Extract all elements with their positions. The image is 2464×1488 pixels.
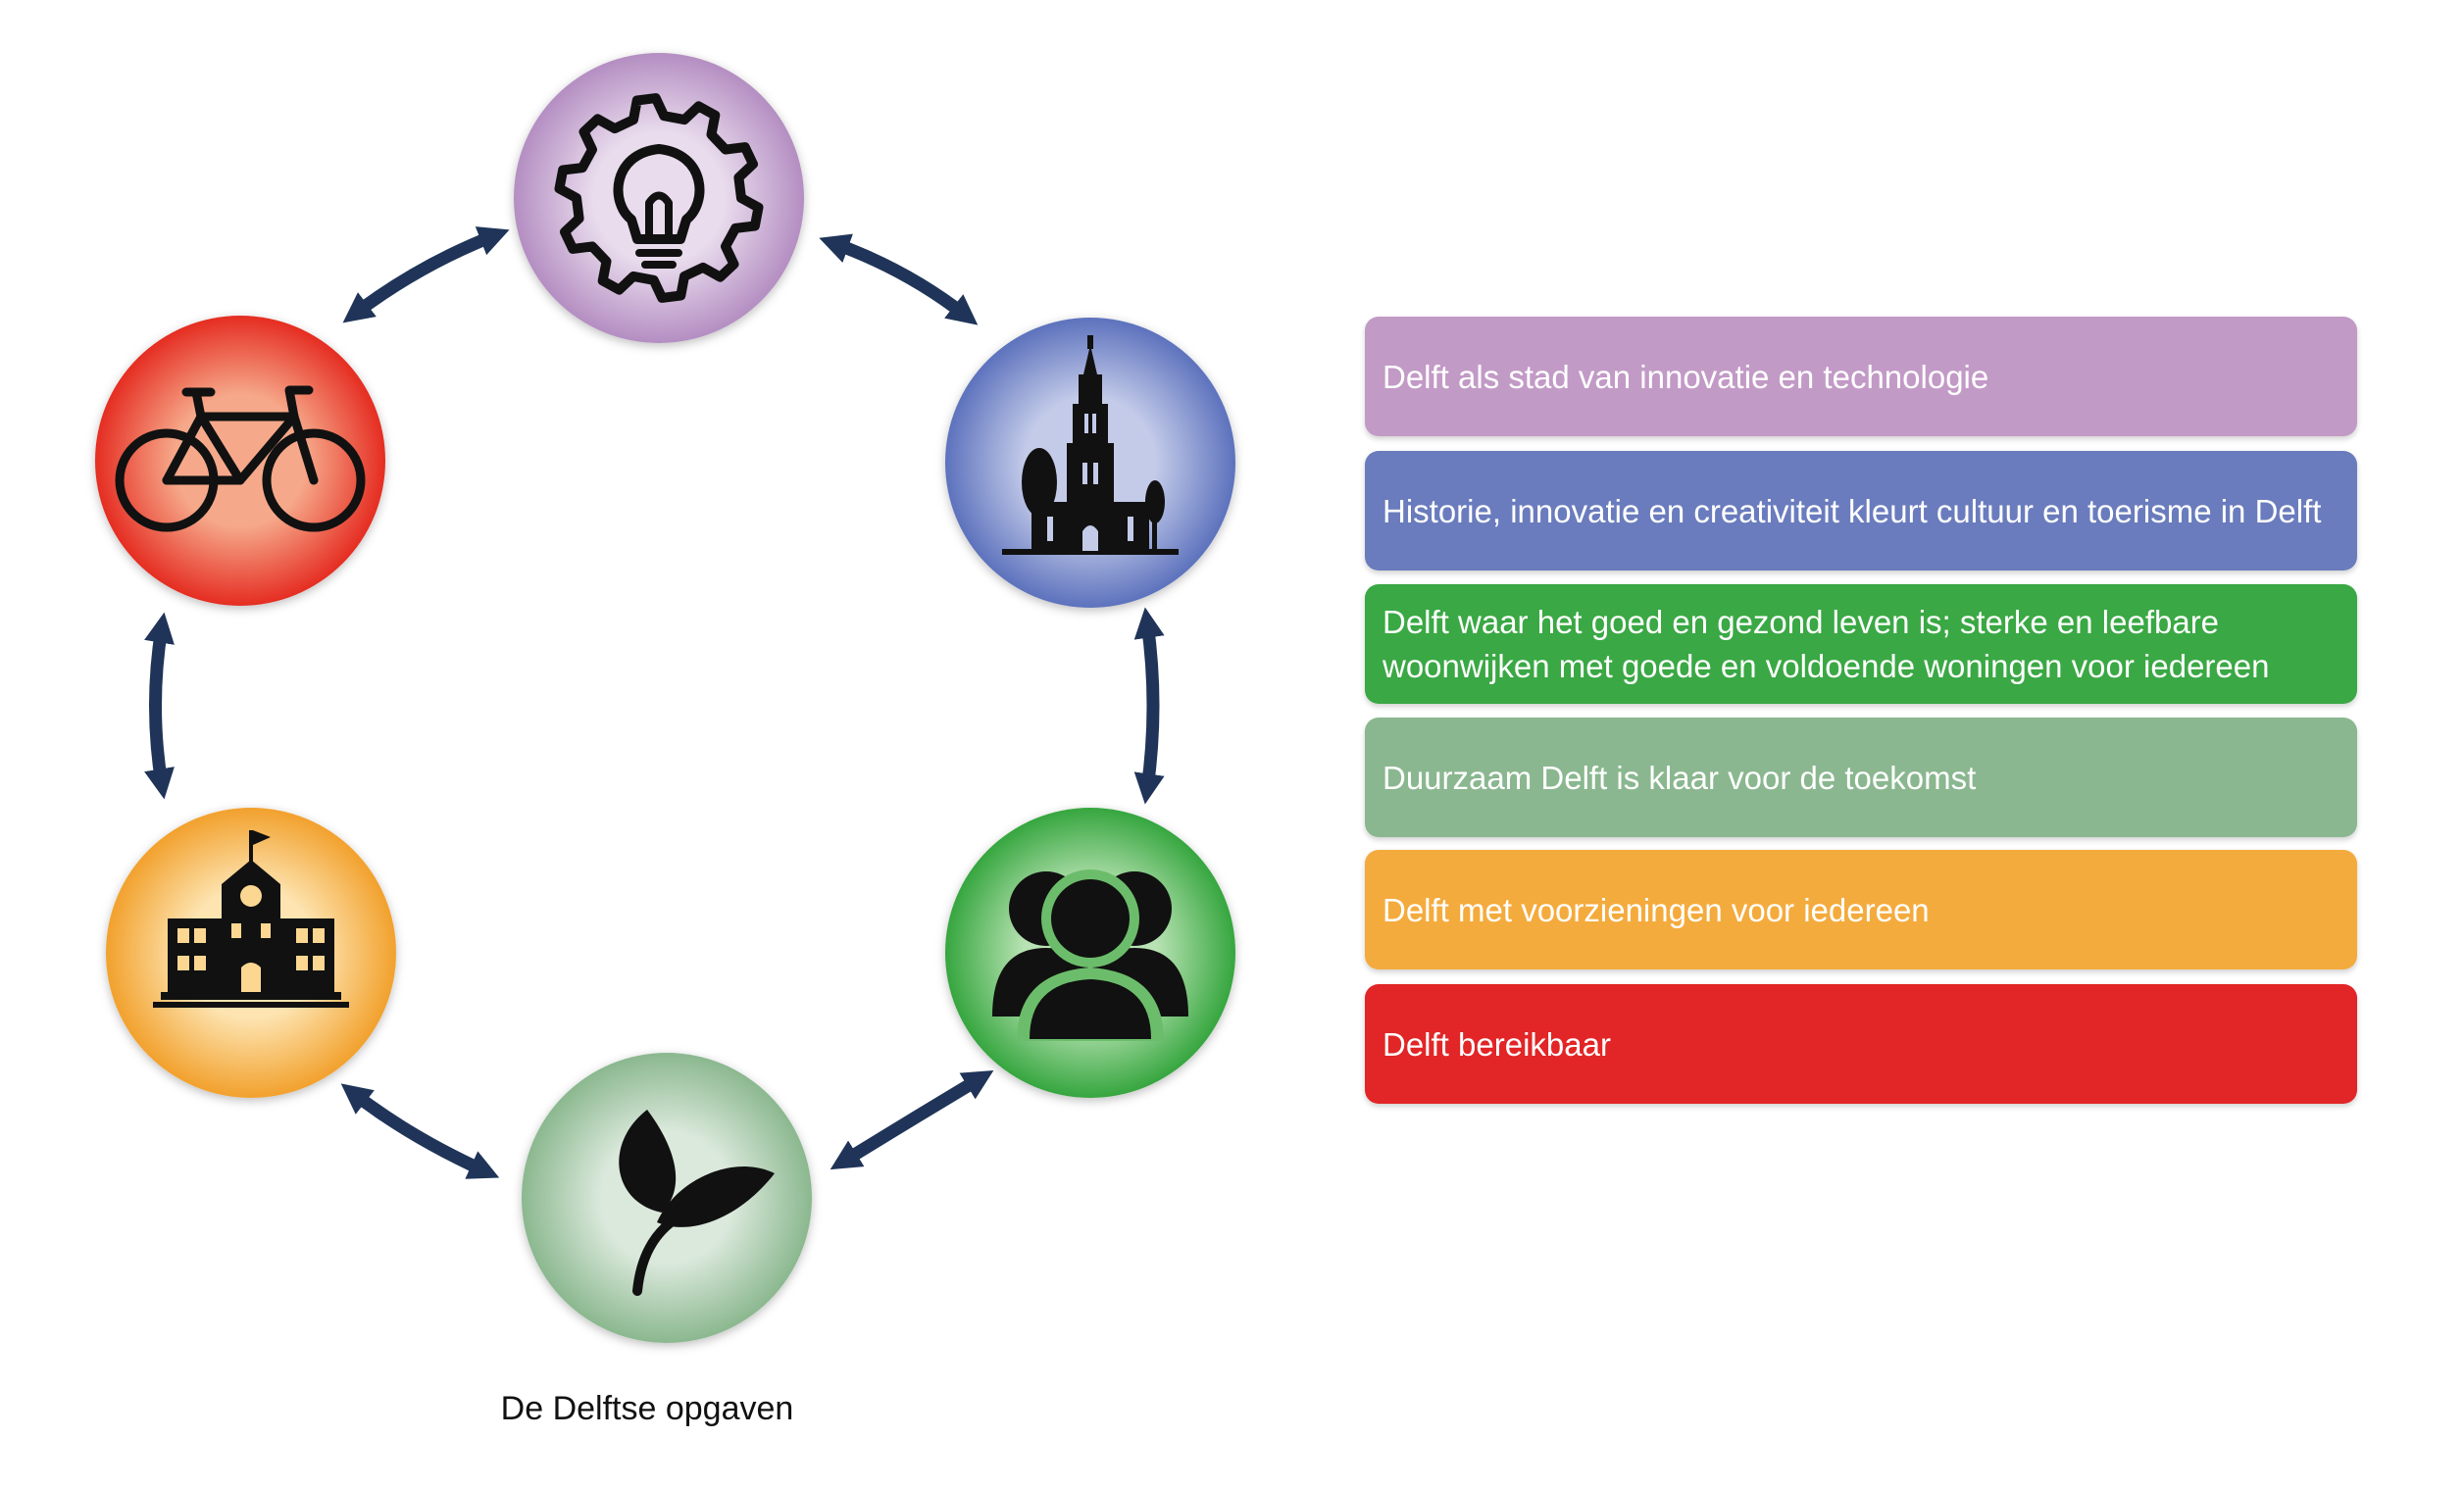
school-building-icon [153, 830, 349, 1008]
legend-item: Historie, innovatie en creativiteit kleu… [1365, 451, 2357, 570]
bicycle-icon [115, 385, 366, 532]
arrow-innovation-accessible [342, 226, 510, 323]
legend-item: Delft met voorzieningen voor iedereen [1365, 850, 2357, 969]
church-tower-icon [1002, 335, 1179, 555]
legend-item-label: Duurzaam Delft is klaar voor de toekomst [1383, 759, 1977, 796]
diagram-caption: De Delftse opgaven [500, 1390, 794, 1427]
legend-item: Delft als stad van innovatie en technolo… [1365, 317, 2357, 436]
node-circle-accessible [95, 316, 385, 606]
legend-item: Duurzaam Delft is klaar voor de toekomst [1365, 718, 2357, 837]
arrow-facilities-accessible [144, 612, 175, 800]
legend-item-label: Delft bereikbaar [1383, 1025, 1611, 1063]
people-group-icon [992, 869, 1188, 1041]
legend-item-label: Delft met voorzieningen voor iedereen [1383, 891, 1930, 928]
arrow-innovation-culture [819, 233, 979, 325]
arrow-culture-living [1133, 607, 1165, 805]
legend-item: Delft waar het goed en gezond leven is; … [1365, 584, 2357, 704]
leaves-icon [619, 1110, 775, 1296]
arrow-sustainable-facilities [340, 1083, 500, 1179]
gear-lightbulb-icon [554, 93, 764, 303]
cycle-diagram [95, 53, 1235, 1343]
arrow-living-sustainable [830, 1069, 994, 1170]
legend-item: Delft bereikbaar [1365, 984, 2357, 1104]
legend-item-label: Historie, innovatie en creativiteit kleu… [1383, 492, 2322, 529]
cycle-arrows [144, 226, 1165, 1179]
legend-item-label: Delft waar het goed en gezond leven is; … [1383, 604, 2270, 684]
legend-item-label: Delft als stad van innovatie en technolo… [1383, 358, 1989, 395]
